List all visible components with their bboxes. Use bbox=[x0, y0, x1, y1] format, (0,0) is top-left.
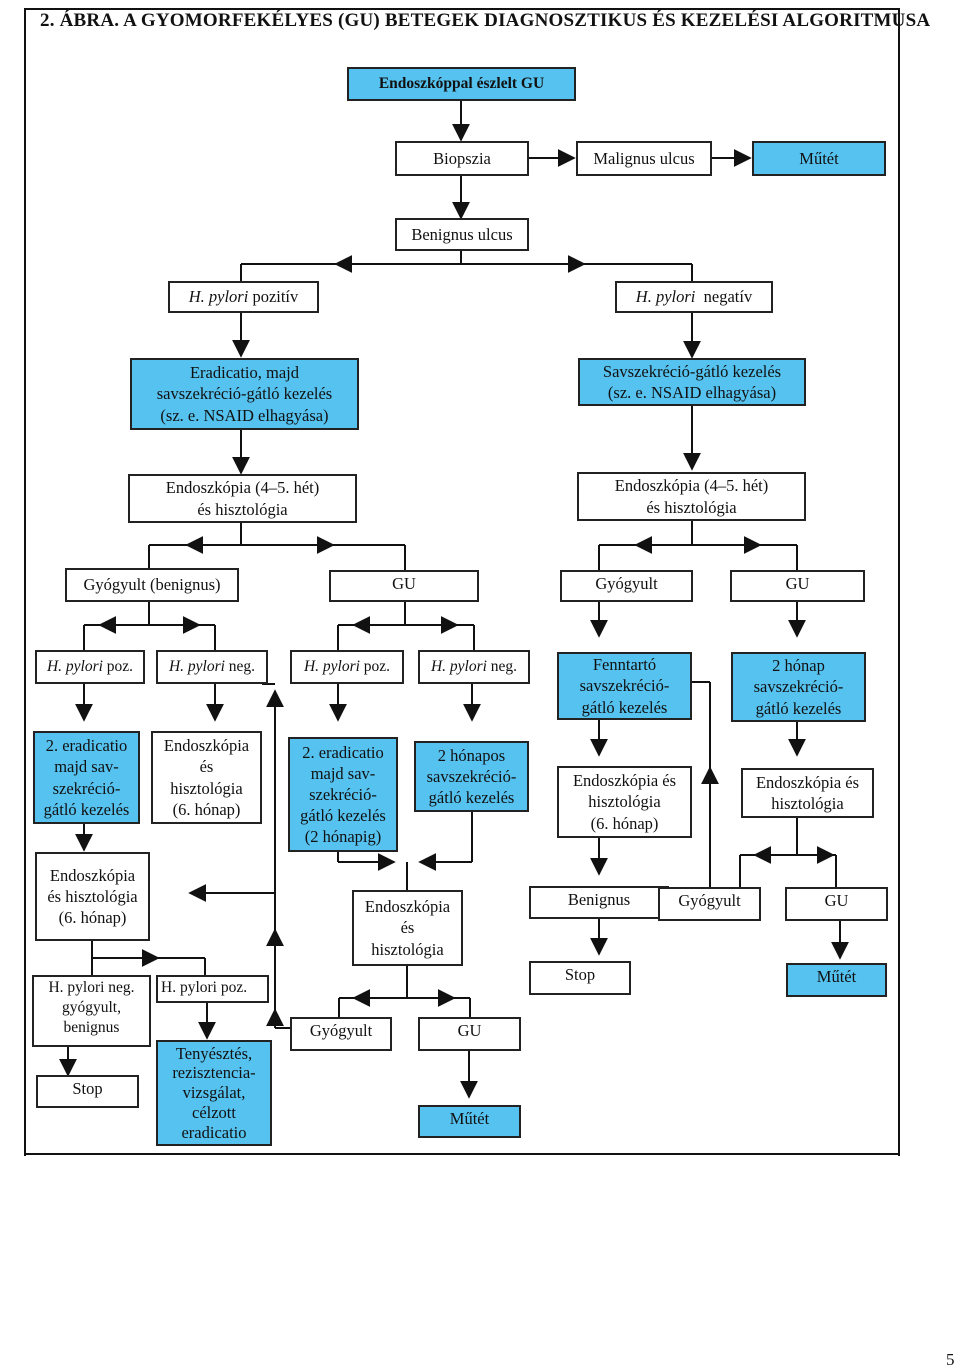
hp-negative-box: H. pylori negatív bbox=[615, 281, 773, 313]
gu-box-mid: GU bbox=[418, 1017, 521, 1051]
benign-box-right: Benignus bbox=[529, 886, 669, 919]
healed-box-right-2: Gyógyult bbox=[658, 887, 761, 921]
healed-box-mid: Gyógyult bbox=[290, 1017, 392, 1051]
malignant-ulcer-box: Malignus ulcus bbox=[576, 141, 712, 176]
endoscopy-histology-box-mid: Endoszkópia és hisztológia bbox=[352, 890, 463, 966]
hp-positive-box: H. pylori pozitív bbox=[168, 281, 319, 313]
endoscopy-6m-box-right: Endoszkópia és hisztológia (6. hónap) bbox=[557, 766, 692, 838]
page-number: 5 bbox=[946, 1350, 955, 1369]
hp-poz-1-rest: poz. bbox=[102, 658, 134, 676]
figure-frame bbox=[24, 8, 900, 1156]
endoscopy-left-box: Endoszkópia (4–5. hét) és hisztológia bbox=[128, 474, 357, 523]
endoscopic-gu-box: Endoszkóppal észlelt GU bbox=[347, 67, 576, 101]
acid-suppression-box: Savszekréció-gátló kezelés (sz. e. NSAID… bbox=[578, 358, 806, 406]
eradication-box: Eradicatio, majd savszekréció-gátló keze… bbox=[130, 358, 359, 430]
hp-neg-box-2: H. pylori neg. bbox=[418, 650, 530, 684]
hp-poz-1-italic: H. pylori bbox=[46, 658, 103, 676]
gu-box-right: GU bbox=[730, 570, 865, 602]
stop-box-right: Stop bbox=[529, 961, 631, 995]
endoscopy-histology-box-right: Endoszkópia és hisztológia bbox=[741, 768, 874, 818]
surgery-box-right: Műtét bbox=[786, 963, 887, 997]
hp-poz-2-italic: H. pylori bbox=[303, 658, 360, 676]
surgery-box-1: Műtét bbox=[752, 141, 886, 176]
hp-positive-rest: pozitív bbox=[248, 287, 299, 307]
hp-poz-box-3: H. pylori poz. bbox=[156, 975, 269, 1003]
stop-box-left: Stop bbox=[36, 1075, 139, 1108]
endoscopy-6m-box-left: Endoszkópia és hisztológia (6. hónap) bbox=[35, 852, 150, 941]
hp-neg-box-1: H. pylori neg. bbox=[156, 650, 268, 684]
hp-poz-box-2: H. pylori poz. bbox=[290, 650, 404, 684]
maintenance-therapy-box: Fenntartó savszekréció- gátló kezelés bbox=[557, 652, 692, 720]
surgery-box-mid: Műtét bbox=[418, 1105, 521, 1138]
gu-box-right-2: GU bbox=[785, 887, 888, 921]
second-eradication-box-mid: 2. eradicatio majd sav- szekréció- gátló… bbox=[288, 737, 398, 852]
hp-negative-italic: H. pylori bbox=[635, 287, 696, 307]
biopsy-box: Biopszia bbox=[395, 141, 529, 176]
endoscopy-right-box: Endoszkópia (4–5. hét) és hisztológia bbox=[577, 472, 806, 521]
two-month-therapy-box-right: 2 hónap savszekréció- gátló kezelés bbox=[731, 652, 866, 722]
two-month-therapy-box-mid: 2 hónapos savszekréció- gátló kezelés bbox=[414, 741, 529, 812]
bottom-rule bbox=[24, 1153, 900, 1155]
hp-poz-box-1: H. pylori poz. bbox=[35, 650, 145, 684]
hp-neg-2-italic: H. pylori bbox=[430, 658, 487, 676]
hp-neg-1-italic: H. pylori bbox=[168, 658, 225, 676]
hp-poz-2-rest: poz. bbox=[359, 658, 391, 676]
endoscopy-6m-box-a: Endoszkópia és hisztológia (6. hónap) bbox=[151, 731, 262, 824]
second-eradication-box-left: 2. eradicatio majd sav- szekréció- gátló… bbox=[33, 731, 140, 824]
hp-positive-italic: H. pylori bbox=[188, 287, 249, 307]
hp-neg-2-rest: neg. bbox=[486, 658, 518, 676]
hp-negative-rest: negatív bbox=[695, 287, 753, 307]
gu-box-a: GU bbox=[329, 570, 479, 602]
healed-benign-box: Gyógyult (benignus) bbox=[65, 568, 239, 602]
culture-eradication-box: Tenyésztés, rezisztencia- vizsgálat, cél… bbox=[156, 1040, 272, 1146]
benign-ulcer-box: Benignus ulcus bbox=[395, 218, 529, 251]
hp-neg-1-rest: neg. bbox=[224, 658, 256, 676]
figure-title: 2. ÁBRA. A GYOMORFEKÉLYES (GU) BETEGEK D… bbox=[40, 10, 931, 31]
healed-box-right: Gyógyult bbox=[560, 570, 693, 602]
hp-neg-healed-box: H. pylori neg. gyógyult, benignus bbox=[32, 975, 151, 1047]
